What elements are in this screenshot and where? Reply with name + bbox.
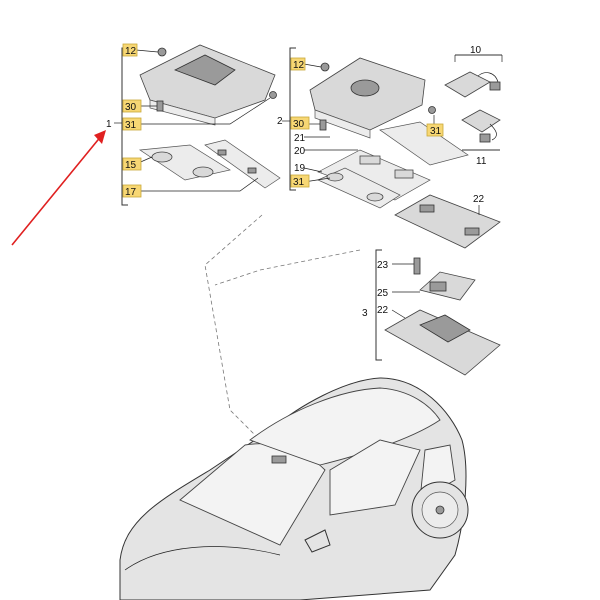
lens-15a	[151, 151, 173, 163]
assembly-2: 12 30 21 20 19 31 31 2 22	[277, 47, 501, 249]
car-illustration	[119, 377, 469, 600]
lens-19a	[326, 172, 344, 182]
connector-10	[489, 81, 501, 91]
callout-22b: 22	[377, 305, 389, 316]
callout-11: 11	[476, 156, 487, 167]
callout-25: 25	[377, 288, 389, 299]
dash-line-2	[214, 249, 361, 286]
callout-box-15	[122, 157, 142, 171]
clip-30b	[319, 119, 327, 131]
callout-box-31	[122, 117, 142, 131]
switch-25	[419, 271, 476, 301]
console-22b	[384, 309, 501, 376]
lens-17b	[247, 167, 257, 174]
cable-11	[489, 123, 497, 141]
car-rear-hub	[435, 505, 445, 515]
red-arrow-head-icon	[94, 130, 106, 144]
callout-box-30	[122, 99, 142, 113]
callout-group-2: 2	[277, 116, 283, 127]
lens-20a	[359, 155, 381, 165]
callout-20: 20	[294, 146, 306, 157]
console-2-side	[314, 109, 371, 139]
screw-31b	[428, 106, 436, 114]
console-22b-detail	[419, 314, 471, 343]
car-hood-line	[124, 546, 281, 571]
callout-group-1: 1	[106, 119, 112, 130]
console-22a	[394, 194, 501, 249]
clip-30a	[156, 100, 164, 112]
car-side-window	[329, 439, 421, 516]
connector-11	[479, 133, 491, 143]
module-11	[461, 109, 501, 133]
callout-box-17	[122, 184, 142, 198]
callout-15: 15	[125, 160, 137, 171]
callout-21: 21	[294, 133, 306, 144]
console-2-lens	[350, 79, 380, 97]
callout-box-31c	[290, 174, 310, 188]
assembly-3: 23 25 22 3	[362, 249, 501, 376]
car-mirror	[304, 529, 331, 553]
cable-10	[477, 72, 499, 83]
pointer-arrow	[11, 130, 106, 246]
callout-group-3: 3	[362, 308, 368, 319]
callout-box-30b	[290, 116, 310, 130]
callout-19: 19	[294, 163, 306, 174]
callout-box-12	[122, 43, 138, 57]
callout-30: 30	[125, 102, 137, 113]
callout-23: 23	[377, 260, 389, 271]
red-arrow-line	[11, 134, 103, 246]
lens-19b	[366, 192, 384, 202]
callout-31c: 31	[293, 177, 305, 188]
dash-line-1	[204, 214, 276, 456]
callout-box-12b	[290, 57, 306, 71]
callout-22a: 22	[473, 194, 485, 205]
lens-15b	[192, 166, 214, 178]
module-10	[444, 71, 491, 98]
screw-23	[413, 257, 421, 275]
console-1-side	[149, 99, 216, 126]
switch-25-button	[429, 281, 447, 292]
console-22a-switch-2	[464, 227, 480, 236]
bracket-2	[289, 47, 296, 191]
callout-box-31b	[426, 123, 444, 137]
console-1-detail	[174, 54, 236, 86]
assembly-10-11: 10 11	[444, 45, 503, 167]
screw-12a	[157, 47, 167, 57]
console-22a-switch	[419, 204, 435, 213]
callout-10: 10	[470, 45, 482, 56]
callout-30b: 30	[293, 119, 305, 130]
callout-12: 12	[125, 46, 137, 57]
cover-panel	[379, 121, 469, 166]
callout-17: 17	[125, 187, 137, 198]
location-lines	[204, 214, 361, 456]
car-roof-console	[271, 455, 287, 464]
callout-31b: 31	[430, 126, 442, 137]
assembly-1: 12 30 31 15 17 1	[106, 43, 281, 206]
callout-31: 31	[125, 120, 137, 131]
screw-31a	[269, 91, 277, 99]
lens-20b	[394, 169, 414, 179]
lens-17a	[217, 149, 227, 156]
screw-12b	[320, 62, 330, 72]
callout-12b: 12	[293, 60, 305, 71]
bracket-3	[375, 249, 382, 361]
